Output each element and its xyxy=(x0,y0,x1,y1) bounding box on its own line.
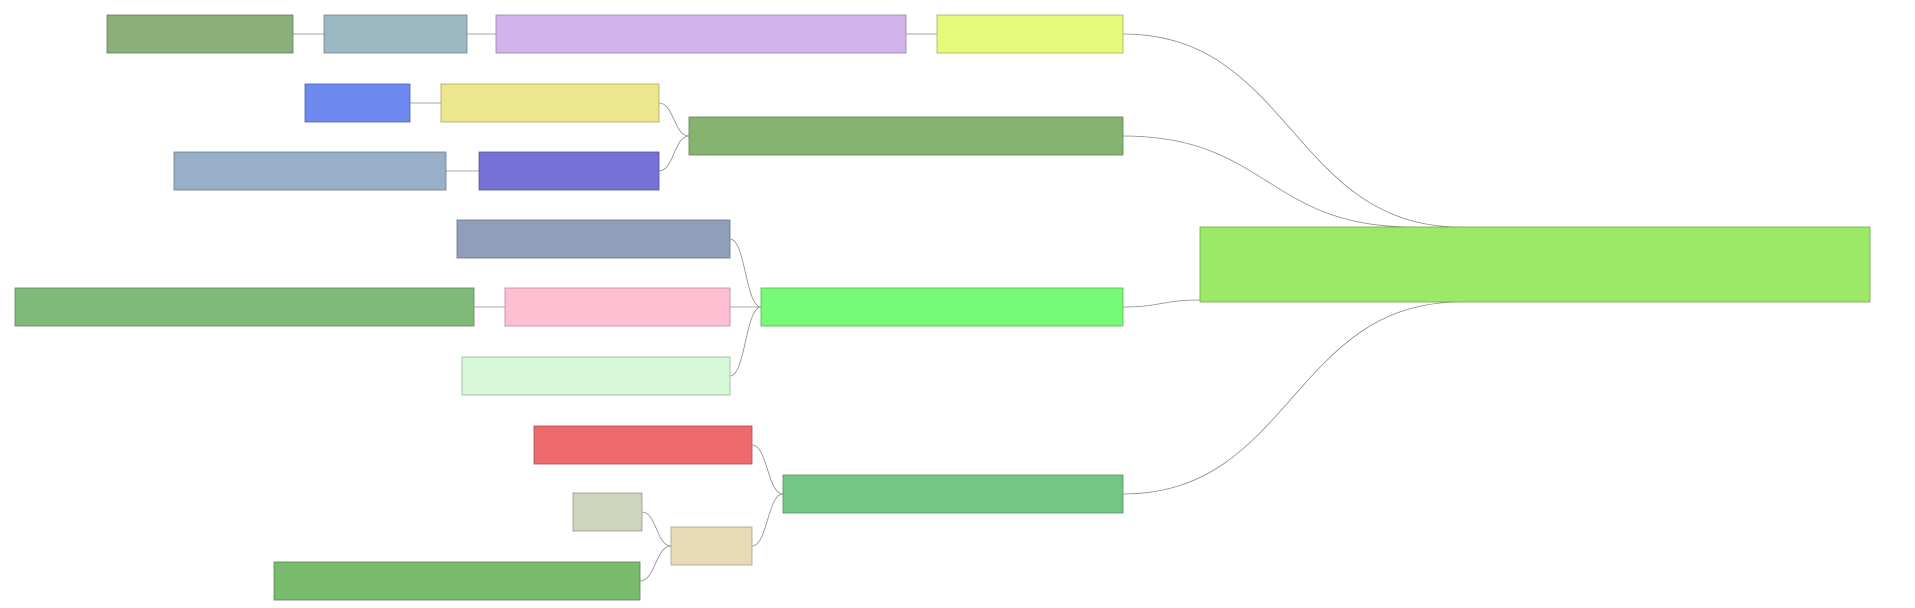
branch-4-child-2 xyxy=(670,526,753,566)
branch-3-child-1 xyxy=(456,219,731,259)
branch-4-grandchild-2 xyxy=(273,561,641,601)
edge-branch-4 xyxy=(1122,301,1462,495)
branch-2-child-2 xyxy=(478,151,660,191)
branch-4-child-1 xyxy=(533,425,753,465)
edge-branch-3-child-1 xyxy=(729,238,762,308)
edge-branch-4-grandchild-1 xyxy=(641,511,672,547)
nodes xyxy=(14,14,1871,601)
edges xyxy=(293,33,1462,582)
branch-3-child-3 xyxy=(461,356,731,396)
edge-branch-2-child-1 xyxy=(658,102,690,137)
edge-branch-4-grandchild-2 xyxy=(639,545,672,582)
branch-3-child-2-chain-node xyxy=(14,287,475,327)
branch-3 xyxy=(760,287,1124,327)
branch-2-child-2-chain-node xyxy=(173,151,447,191)
branch-1 xyxy=(936,14,1124,54)
edge-branch-1 xyxy=(1122,33,1462,228)
edge-branch-2-child-2 xyxy=(658,135,690,172)
edge-branch-4-child-1 xyxy=(751,444,784,495)
edge-branch-3-child-3 xyxy=(729,306,762,377)
root-node xyxy=(1199,226,1871,303)
edge-branch-4-child-2 xyxy=(751,493,784,547)
edge-branch-3 xyxy=(1122,299,1201,308)
edge-branch-2 xyxy=(1122,135,1413,228)
branch-3-child-2 xyxy=(504,287,731,327)
branch-4-grandchild-1 xyxy=(572,492,643,532)
branch-4 xyxy=(782,474,1124,514)
branch-1-chain-node-1 xyxy=(495,14,907,54)
branch-2-child-1-chain-node xyxy=(304,83,411,123)
branch-1-chain-node-2 xyxy=(323,14,468,54)
branch-2 xyxy=(688,116,1124,156)
branch-2-child-1 xyxy=(440,83,660,123)
branch-1-chain-node-3 xyxy=(106,14,294,54)
